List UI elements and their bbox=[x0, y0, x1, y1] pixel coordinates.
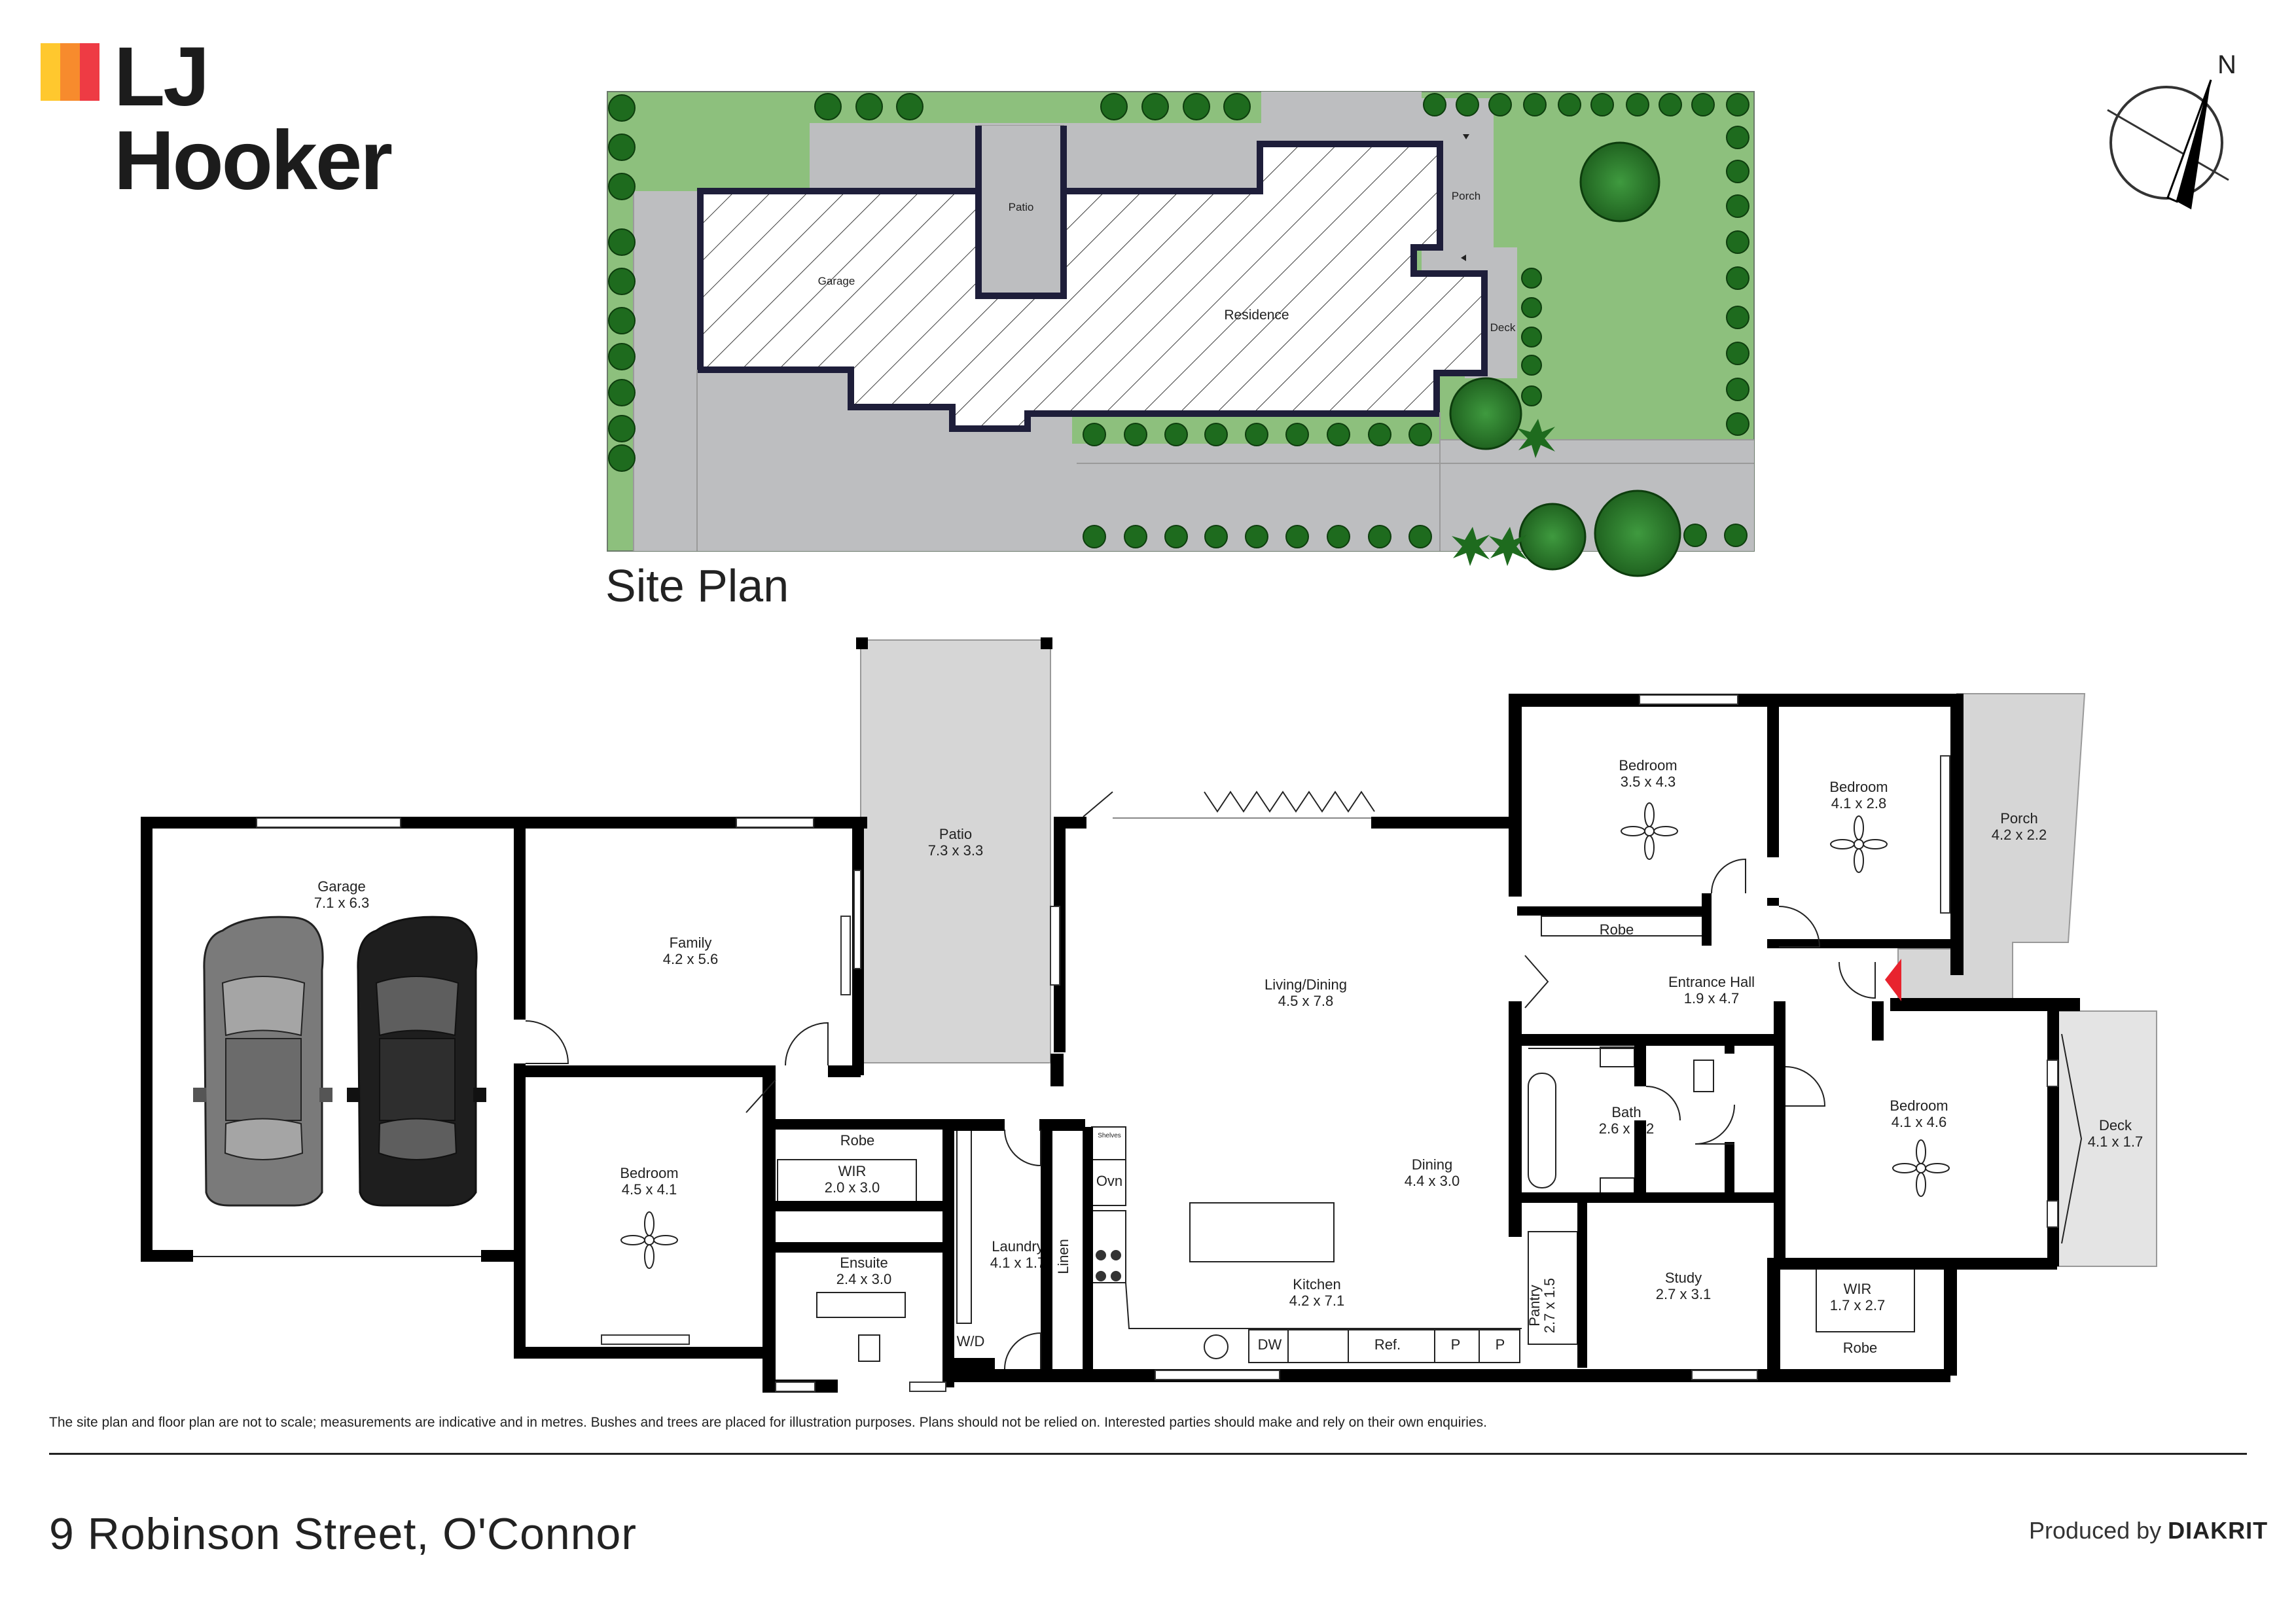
robe-top-label: Robe bbox=[1600, 921, 1634, 938]
bedroom-a-dims: 3.5 x 4.3 bbox=[1621, 774, 1676, 790]
bedroom-a-label: Bedroom bbox=[1619, 757, 1677, 774]
wd-label: W/D bbox=[957, 1333, 985, 1349]
producer-prefix: Produced by bbox=[2029, 1517, 2162, 1544]
car-grey bbox=[193, 916, 332, 1207]
bedroom-b-dims: 4.1 x 2.8 bbox=[1831, 795, 1886, 812]
kitchen-island bbox=[1189, 1202, 1335, 1262]
cooktop bbox=[1096, 1250, 1121, 1281]
site-label-porch: Porch bbox=[1452, 190, 1480, 202]
site-label-patio: Patio bbox=[1009, 201, 1034, 213]
family-label: Family bbox=[670, 935, 712, 951]
kitchen-label: Kitchen bbox=[1293, 1276, 1340, 1293]
patio-area bbox=[860, 639, 1051, 1063]
family-dims: 4.2 x 5.6 bbox=[663, 951, 718, 967]
p1-label: P bbox=[1451, 1336, 1461, 1353]
patio-label: Patio bbox=[939, 826, 972, 842]
dining-dims: 4.4 x 3.0 bbox=[1405, 1173, 1460, 1189]
living-label: Living/Dining bbox=[1265, 976, 1347, 993]
linen-label: Linen bbox=[1055, 1239, 1071, 1274]
doors bbox=[525, 791, 1876, 1370]
deck-dims: 4.1 x 1.7 bbox=[2088, 1133, 2143, 1150]
bedroom-master-dims: 4.5 x 4.1 bbox=[622, 1181, 677, 1198]
deck-area bbox=[2054, 1010, 2157, 1267]
site-plan-title: Site Plan bbox=[605, 560, 789, 611]
wir-c-label: WIR bbox=[1844, 1281, 1872, 1297]
ensuite-label: Ensuite bbox=[840, 1255, 888, 1271]
bath-label: Bath bbox=[1611, 1104, 1641, 1120]
logo-bar-red bbox=[80, 43, 99, 101]
site-label-residence: Residence bbox=[1224, 308, 1289, 323]
entrance-dims: 1.9 x 4.7 bbox=[1684, 990, 1739, 1007]
study-dims: 2.7 x 3.1 bbox=[1656, 1286, 1711, 1302]
garage-dims: 7.1 x 6.3 bbox=[314, 895, 369, 911]
oven-label: Ovn bbox=[1096, 1173, 1122, 1189]
windows bbox=[256, 694, 2058, 1392]
living-dims: 4.5 x 7.8 bbox=[1278, 993, 1333, 1009]
dw-label: DW bbox=[1258, 1336, 1282, 1353]
shelves-label: Shelves bbox=[1098, 1132, 1121, 1139]
producer-name: DIAKRIT bbox=[2168, 1517, 2269, 1544]
porch-dims: 4.2 x 2.2 bbox=[1992, 827, 2047, 843]
ensuite-dims: 2.4 x 3.0 bbox=[836, 1271, 891, 1287]
pantry-label: Pantry bbox=[1526, 1285, 1543, 1327]
bedroom-c-label: Bedroom bbox=[1890, 1097, 1948, 1114]
bedroom-c-dims: 4.1 x 4.6 bbox=[1892, 1114, 1946, 1130]
site-trees bbox=[1449, 141, 1681, 577]
logo-bar-yellow bbox=[41, 43, 60, 101]
garage-label: Garage bbox=[317, 878, 365, 895]
site-bushes bbox=[608, 93, 1749, 548]
dining-label: Dining bbox=[1412, 1156, 1452, 1173]
brand-name: LJ Hooker bbox=[114, 30, 393, 207]
ceiling-fans bbox=[620, 802, 1950, 1269]
robe-master-label: Robe bbox=[840, 1132, 875, 1149]
producer-credit: Produced by DIAKRIT bbox=[2029, 1517, 2268, 1544]
entrance-label: Entrance Hall bbox=[1668, 974, 1755, 990]
site-label-garage: Garage bbox=[818, 275, 855, 287]
porch-label: Porch bbox=[2000, 810, 2037, 827]
disclaimer-text: The site plan and floor plan are not to … bbox=[49, 1415, 1487, 1430]
laundry-label: Laundry bbox=[992, 1238, 1044, 1255]
porch-area bbox=[1897, 693, 2086, 1008]
wir-master-label: WIR bbox=[838, 1163, 867, 1179]
site-paving-left bbox=[634, 191, 699, 551]
kitchen-dims: 4.2 x 7.1 bbox=[1289, 1293, 1344, 1309]
room-labels: Garage 7.1 x 6.3 Family 4.2 x 5.6 Patio … bbox=[314, 757, 2143, 1356]
study-label: Study bbox=[1665, 1270, 1702, 1286]
brand-logo: LJ Hooker bbox=[41, 35, 433, 203]
entry-marker bbox=[1885, 959, 1901, 1001]
deck-label: Deck bbox=[2099, 1117, 2132, 1133]
robe-c-label: Robe bbox=[1843, 1340, 1878, 1356]
wir-c-dims: 1.7 x 2.7 bbox=[1830, 1297, 1885, 1313]
footer-divider bbox=[49, 1453, 2247, 1455]
patio-dims: 7.3 x 3.3 bbox=[928, 842, 983, 859]
wir-master-dims: 2.0 x 3.0 bbox=[825, 1179, 880, 1196]
bedroom-master-label: Bedroom bbox=[620, 1165, 678, 1181]
laundry-dims: 4.1 x 1.7 bbox=[990, 1255, 1045, 1271]
site-paving-topright bbox=[1261, 92, 1422, 147]
logo-bar-orange bbox=[60, 43, 80, 101]
p2-label: P bbox=[1496, 1336, 1505, 1353]
bedroom-b-label: Bedroom bbox=[1829, 779, 1888, 795]
ref-label: Ref. bbox=[1374, 1336, 1401, 1353]
property-address: 9 Robinson Street, O'Connor bbox=[49, 1509, 637, 1559]
pantry-dims: 2.7 x 1.5 bbox=[1541, 1278, 1558, 1333]
compass: N bbox=[2107, 50, 2236, 209]
car-black bbox=[347, 916, 486, 1207]
site-palms bbox=[1452, 419, 1555, 566]
site-label-deck: Deck bbox=[1490, 321, 1516, 334]
compass-north-label: N bbox=[2217, 50, 2236, 79]
